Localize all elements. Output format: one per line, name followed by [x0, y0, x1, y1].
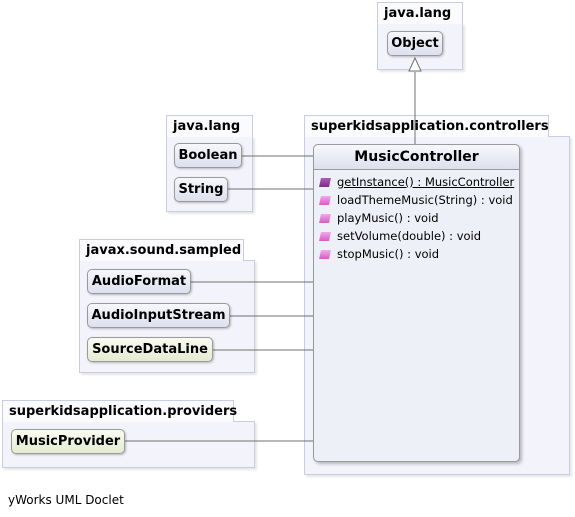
package-providers: superkidsapplication.providers — [2, 400, 255, 468]
class-audioformat[interactable]: AudioFormat — [87, 269, 191, 294]
package-label: java.lang — [166, 115, 253, 137]
package-java-lang-top: java.lang — [377, 2, 463, 70]
public-method-icon — [319, 213, 331, 223]
class-musiccontroller[interactable]: MusicController getInstance() : MusicCon… — [313, 144, 520, 462]
method-list: getInstance() : MusicController loadThem… — [314, 170, 519, 263]
method-stopmusic[interactable]: stopMusic() : void — [319, 245, 519, 263]
method-loadthememusic[interactable]: loadThemeMusic(String) : void — [319, 191, 519, 209]
method-signature: getInstance() : MusicController — [337, 175, 515, 189]
package-label: superkidsapplication.providers — [2, 400, 237, 422]
package-label: javax.sound.sampled — [79, 239, 244, 261]
class-string[interactable]: String — [174, 177, 228, 202]
class-audioinputstream[interactable]: AudioInputStream — [87, 303, 230, 328]
package-label: java.lang — [377, 2, 463, 24]
method-signature: setVolume(double) : void — [337, 229, 482, 243]
static-method-icon — [319, 177, 331, 187]
method-signature: loadThemeMusic(String) : void — [337, 193, 513, 207]
method-setvolume[interactable]: setVolume(double) : void — [319, 227, 519, 245]
public-method-icon — [319, 231, 331, 241]
public-method-icon — [319, 195, 331, 205]
footer-credit: yWorks UML Doclet — [8, 493, 124, 507]
interface-musicprovider[interactable]: MusicProvider — [11, 429, 125, 454]
public-method-icon — [319, 249, 331, 259]
method-signature: stopMusic() : void — [337, 247, 440, 261]
interface-sourcedataline[interactable]: SourceDataLine — [87, 337, 213, 362]
generalization-arrowhead — [408, 56, 422, 72]
package-label: superkidsapplication.controllers — [304, 115, 549, 137]
method-signature: playMusic() : void — [337, 211, 439, 225]
method-getinstance[interactable]: getInstance() : MusicController — [319, 173, 519, 191]
method-playmusic[interactable]: playMusic() : void — [319, 209, 519, 227]
class-boolean[interactable]: Boolean — [174, 143, 242, 168]
class-object[interactable]: Object — [387, 31, 443, 56]
class-name: MusicController — [314, 145, 519, 170]
